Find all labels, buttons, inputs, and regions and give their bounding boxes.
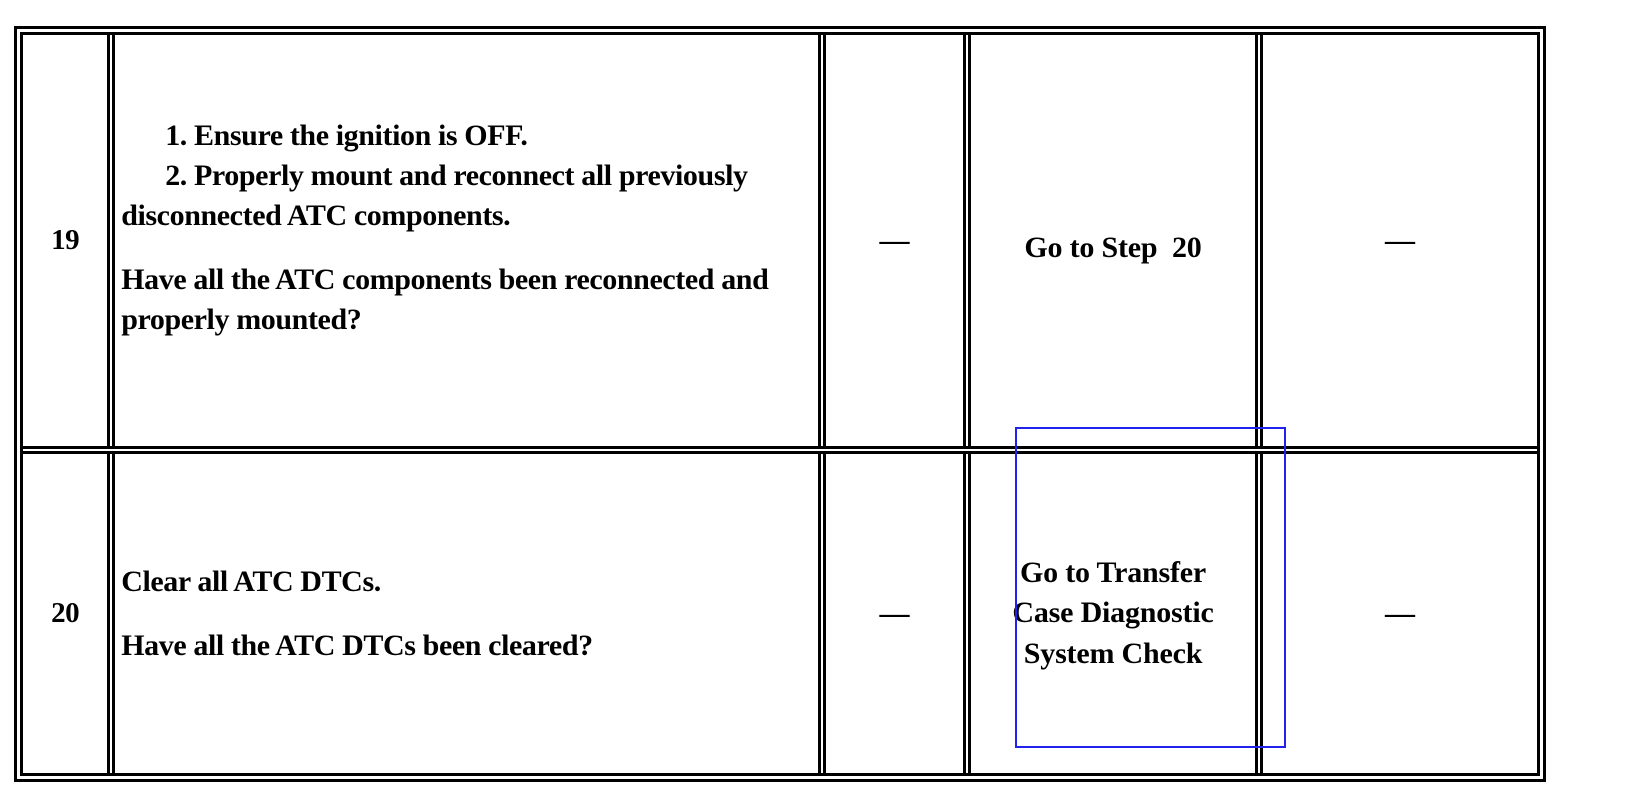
- value-cell: —: [826, 35, 964, 447]
- column-divider: [107, 454, 116, 773]
- column-divider: [107, 35, 116, 447]
- action-cell: Clear all ATC DTCs. Have all the ATC DTC…: [115, 454, 819, 773]
- step-number-19: 19: [51, 224, 80, 257]
- value-dash-19: —: [879, 223, 910, 257]
- step-number-cell: 19: [23, 35, 108, 447]
- action-question: Have all the ATC DTCs been cleared?: [121, 629, 593, 663]
- action-item-1: 1. Ensure the ignition is OFF.: [165, 118, 528, 152]
- column-divider: [963, 454, 972, 773]
- step-number-20: 20: [51, 597, 80, 630]
- action-spacer: [121, 601, 810, 626]
- no-cell: —: [1262, 35, 1538, 447]
- action-item-2: 2. Properly mount and reconnect all prev…: [121, 158, 748, 232]
- step-number-cell: 20: [23, 454, 108, 773]
- action-question: Have all the ATC components been reconne…: [121, 262, 769, 336]
- action-text-19: 1. Ensure the ignition is OFF. 2. Proper…: [115, 116, 818, 340]
- diagnostic-step-table: 19 1. Ensure the ignition is OFF. 2. Pro…: [14, 26, 1546, 782]
- table-row: 20 Clear all ATC DTCs. Have all the ATC …: [23, 454, 1538, 773]
- action-item-1: Clear all ATC DTCs.: [121, 564, 381, 598]
- value-dash-20: —: [879, 596, 910, 630]
- no-cell: —: [1262, 454, 1538, 773]
- column-divider: [1254, 454, 1263, 773]
- table-row: 19 1. Ensure the ignition is OFF. 2. Pro…: [23, 35, 1538, 447]
- no-dash-20: —: [1384, 596, 1415, 630]
- yes-cell-highlighted[interactable]: Go to Transfer Case Diagnostic System Ch…: [971, 454, 1255, 773]
- value-cell: —: [826, 454, 964, 773]
- row-divider: [23, 446, 1537, 455]
- yes-cell[interactable]: Go to Step 20: [971, 35, 1255, 447]
- table-body: 19 1. Ensure the ignition is OFF. 2. Pro…: [23, 35, 1538, 773]
- action-spacer: [121, 235, 810, 260]
- action-cell: 1. Ensure the ignition is OFF. 2. Proper…: [115, 35, 819, 447]
- column-divider: [963, 35, 972, 447]
- yes-goto-label-19: Go to Step 20: [1024, 231, 1202, 265]
- yes-goto-label-20: Go to Transfer Case Diagnostic System Ch…: [1012, 555, 1214, 670]
- column-divider: [1254, 35, 1263, 447]
- action-text-20: Clear all ATC DTCs. Have all the ATC DTC…: [115, 562, 818, 666]
- no-dash-19: —: [1384, 223, 1415, 257]
- column-divider: [818, 454, 827, 773]
- column-divider: [818, 35, 827, 447]
